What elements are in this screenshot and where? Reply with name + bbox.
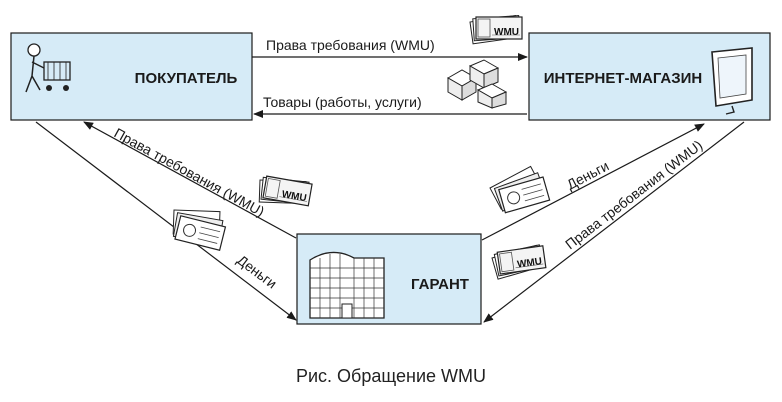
label-guarantor-to-buyer: Права требования (WMU) [112, 125, 268, 220]
arrow-buyer-to-guarantor [35, 121, 297, 321]
wmu-stamp-top: WMU [469, 14, 523, 45]
money-stack-right [486, 163, 551, 216]
buyer-shopping-icon [25, 43, 71, 93]
label-shop-to-guarantor: Права требования (WMU) [562, 137, 705, 253]
monitor-icon [711, 47, 753, 115]
shop-node: ИНТЕРНЕТ-МАГАЗИН [528, 32, 771, 121]
wmu-stamp-left-text: WMU [281, 189, 308, 204]
figure-caption: Рис. Обращение WMU [295, 366, 486, 386]
label-guarantor-to-shop: Деньги [564, 158, 611, 193]
wmu-stamp-right-text: WMU [516, 256, 542, 270]
shop-label: ИНТЕРНЕТ-МАГАЗИН [544, 70, 703, 87]
buyer-node: ПОКУПАТЕЛЬ [10, 32, 253, 121]
label-shop-to-buyer: Товары (работы, услуги) [263, 94, 422, 110]
guarantor-node: ГАРАНТ [296, 233, 482, 325]
goods-boxes-icon [446, 59, 508, 109]
label-buyer-to-shop: Права требования (WMU) [266, 37, 435, 53]
arrow-guarantor-to-buyer [83, 121, 297, 239]
guarantor-label: ГАРАНТ [411, 276, 469, 293]
arrow-shop-to-guarantor [483, 121, 745, 323]
arrow-guarantor-to-shop [481, 123, 705, 241]
wmu-stamp-top-text: WMU [494, 27, 519, 38]
wmu-stamp-left: WMU [255, 173, 313, 212]
wmu-stamp-right: WMU [490, 243, 548, 281]
money-stack-left [166, 200, 230, 251]
label-buyer-to-guarantor: Деньги [234, 252, 280, 292]
building-icon [309, 251, 385, 319]
buyer-label: ПОКУПАТЕЛЬ [135, 70, 238, 87]
